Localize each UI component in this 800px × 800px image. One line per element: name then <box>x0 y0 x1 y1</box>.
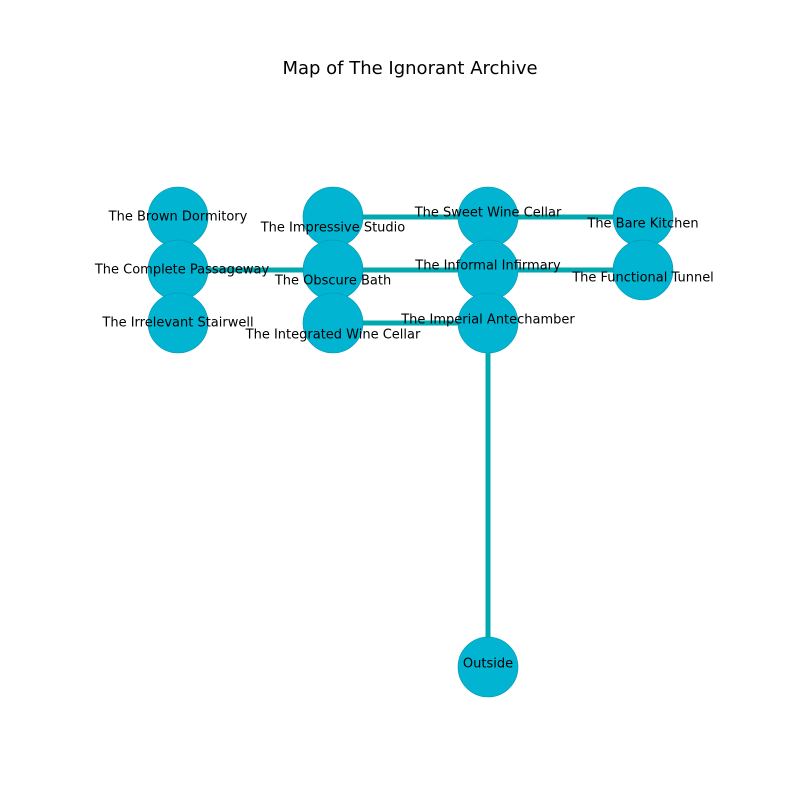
room-label-obscure-bath: The Obscure Bath <box>274 274 391 289</box>
room-label-imperial-antechamber: The Imperial Antechamber <box>400 313 575 328</box>
room-node-integrated-wine-cellar <box>302 292 364 354</box>
room-label-complete-passageway: The Complete Passageway <box>94 263 270 278</box>
room-label-outside: Outside <box>463 657 513 672</box>
room-label-functional-tunnel: The Functional Tunnel <box>571 271 714 286</box>
room-label-informal-infirmary: The Informal Infirmary <box>414 259 561 274</box>
room-label-impressive-studio: The Impressive Studio <box>260 221 406 236</box>
room-label-integrated-wine-cellar: The Integrated Wine Cellar <box>245 328 421 343</box>
room-node-functional-tunnel <box>612 239 674 301</box>
room-node-outside <box>457 636 519 698</box>
room-node-imperial-antechamber <box>457 292 519 354</box>
room-node-obscure-bath <box>302 239 364 301</box>
room-node-impressive-studio <box>302 186 364 248</box>
room-node-irrelevant-stairwell <box>147 292 209 354</box>
room-label-bare-kitchen: The Bare Kitchen <box>586 217 698 232</box>
room-label-brown-dormitory: The Brown Dormitory <box>108 210 248 225</box>
room-label-sweet-wine-cellar: The Sweet Wine Cellar <box>414 206 562 221</box>
map-title: Map of The Ignorant Archive <box>282 58 537 79</box>
room-label-irrelevant-stairwell: The Irrelevant Stairwell <box>101 316 253 331</box>
node-layer <box>147 186 674 698</box>
